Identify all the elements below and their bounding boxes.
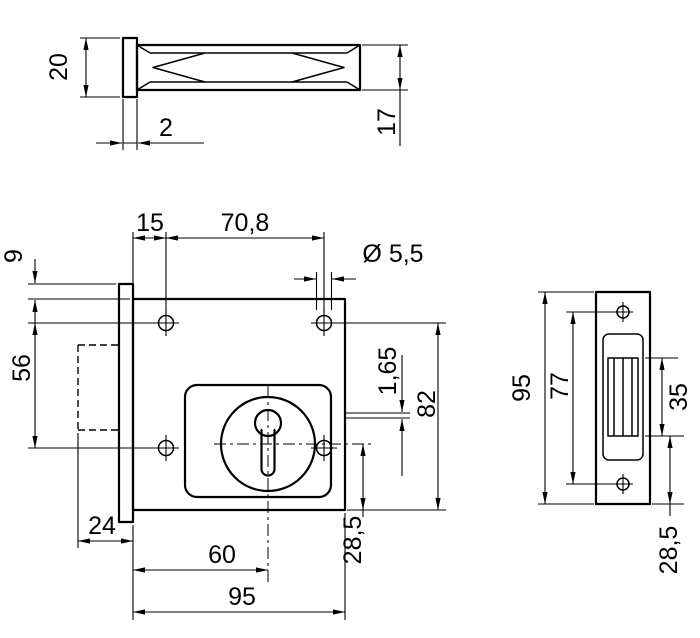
dim-opening-height-label: 35	[665, 383, 693, 411]
hidden-recess-outline	[77, 344, 119, 431]
screw-hole-top-left-centermark	[153, 310, 179, 336]
lock-case	[131, 297, 347, 512]
dim-case-width-label: 95	[228, 583, 256, 611]
dim-plate-thickness-label: 2	[159, 114, 173, 142]
strike-screw-hole-top-centermark	[613, 302, 633, 322]
dim-face-gap: 1,65	[346, 347, 410, 476]
dim-cylinder-to-bottom-label: 28,5	[339, 516, 367, 565]
dim-plate-width: 20	[45, 37, 120, 98]
dim-strike-hole-spacing-label: 77	[546, 372, 574, 400]
strike-plate-view: 95 77 35 28,5	[508, 290, 693, 574]
dim-hole-edge-offset-and-spacing: 15 70,8	[132, 209, 325, 312]
cylinder-centerlines	[214, 386, 371, 586]
dim-plate-thickness: 2	[96, 99, 204, 150]
dim-strike-bottom-offset: 28,5	[652, 436, 684, 574]
dim-height-to-bottom-label: 82	[413, 390, 441, 418]
dim-case-width: 95	[133, 513, 346, 620]
dim-recess-width-label: 24	[88, 512, 116, 540]
dim-bolt-height-label: 17	[373, 108, 401, 136]
dim-hole-diameter: Ø 5,5	[294, 240, 424, 310]
dim-bolt-height: 17	[362, 44, 408, 146]
dim-hole-edge-offset-label: 15	[136, 209, 164, 237]
dim-hole-spacing-horizontal-label: 70,8	[221, 209, 270, 237]
dim-strike-bottom-offset-label: 28,5	[655, 526, 683, 575]
inner-mechanism-contour	[183, 383, 333, 499]
dim-opening-height: 35	[645, 357, 693, 437]
dim-cylinder-distance-label: 60	[208, 541, 236, 569]
dim-plate-width-label: 20	[45, 53, 73, 81]
bolt-bevel-lines	[136, 44, 361, 91]
euro-cylinder-hole-slot	[260, 428, 276, 477]
dim-top-edge-offset: 9	[0, 249, 130, 323]
screw-hole-bottom-right-centermark	[311, 435, 337, 461]
screw-hole-bottom-left-centermark	[153, 435, 179, 461]
dim-hole-spacing-vertical-label: 56	[8, 354, 36, 382]
dim-hole-spacing-vertical: 56	[8, 322, 157, 449]
dim-face-gap-label: 1,65	[374, 347, 402, 396]
dim-recess-width: 24	[77, 433, 134, 620]
dim-strike-plate-height-label: 95	[508, 374, 536, 402]
dim-hole-diameter-label: Ø 5,5	[362, 240, 423, 268]
bolt-body	[135, 43, 362, 92]
bolt-side-view: 20 2 17	[45, 36, 408, 150]
dim-strike-plate-height: 95	[508, 291, 594, 505]
lock-front-view: 15 70,8 Ø 5,5 9 56 1,65	[0, 209, 446, 620]
lock-faceplate	[117, 282, 135, 524]
strike-screw-hole-bottom-centermark	[613, 474, 633, 494]
dim-top-edge-offset-label: 9	[0, 249, 28, 263]
strike-plate	[594, 290, 652, 506]
dim-cylinder-distance: 60	[133, 541, 268, 573]
dim-strike-hole-spacing: 77	[546, 311, 616, 485]
bolt-faceplate	[121, 36, 139, 99]
latch-opening	[602, 333, 644, 461]
latch-bolt-bevel-lines	[613, 358, 633, 436]
dim-cylinder-to-bottom-front: 28,5	[339, 444, 367, 564]
